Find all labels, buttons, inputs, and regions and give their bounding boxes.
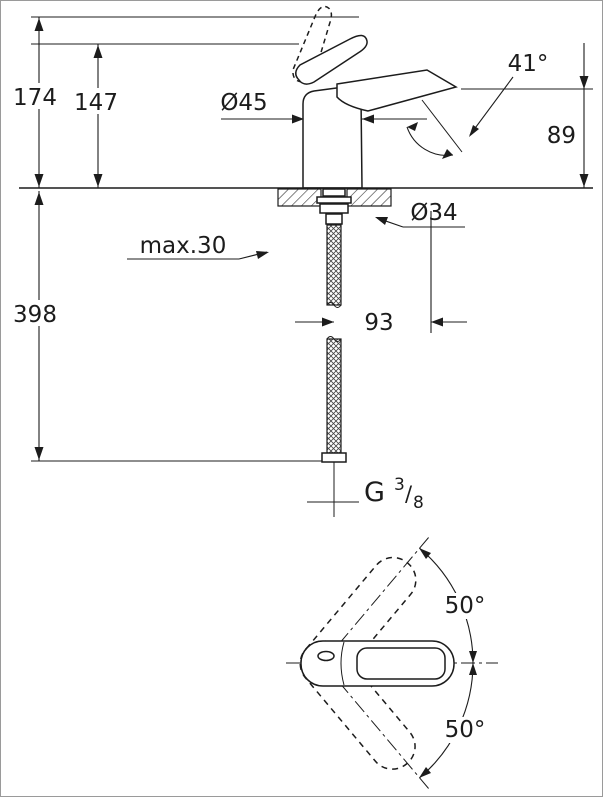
side-view: 174 147 Ø45 41° [13,5,593,517]
thread-size-label: G 3 / 8 [364,470,424,513]
dim-body-diameter: Ø45 [220,90,427,124]
dim-swivel-up: 50° [419,547,488,664]
lever-open-dashed [292,5,333,83]
counter-hatch-right [346,188,392,207]
dim-swivel-down: 50° [419,662,488,779]
hose-break-bottom [326,336,342,342]
dim-body-diameter-label: Ø45 [220,90,267,116]
dim-total-height-label: 174 [13,85,57,111]
dim-hose-length-label: 398 [13,302,57,328]
top-view: 50° 50° [286,536,498,790]
faucet-side-outline [292,5,458,189]
dim-projection: 93 [295,310,467,336]
dim-total-height: 174 [13,17,58,188]
shank [322,188,346,197]
extension-lines [31,16,593,462]
dim-thread: G 3 / 8 [307,470,424,513]
hose-end-nut [321,452,347,463]
mounting-surface [19,187,593,207]
under-counter-parts [316,188,352,517]
lever-closed [295,34,368,85]
dim-max-counter-thickness-label: max.30 [140,233,227,259]
hose-break-top [326,302,342,308]
handle-top-view [300,640,455,687]
dim-hole-diameter: Ø34 [375,200,465,228]
dim-lever-height: 147 [73,44,119,188]
dim-lever-angle-label: 41° [508,51,549,77]
dim-hole-diameter-label: Ø34 [410,200,457,226]
dim-max-counter-thickness: max.30 [127,233,269,260]
dim-swivel-up-label: 50° [445,593,486,619]
handle-detail-oval [317,650,335,662]
hose-connector [325,213,343,225]
dim-spout-height-label: 89 [547,123,576,149]
mounting-nut [319,203,349,214]
supply-hose-upper [326,224,342,306]
dim-lever-angle: 41° [406,51,549,159]
spout [336,69,458,112]
dim-lever-height-label: 147 [74,90,118,116]
dim-hose-length: 398 [13,191,58,461]
counter-hatch-left [277,188,322,207]
dim-swivel-down-label: 50° [445,717,486,743]
washer [316,196,352,204]
dim-spout-height: 89 [547,43,589,188]
dim-projection-label: 93 [364,310,393,336]
supply-hose-lower [326,338,342,454]
